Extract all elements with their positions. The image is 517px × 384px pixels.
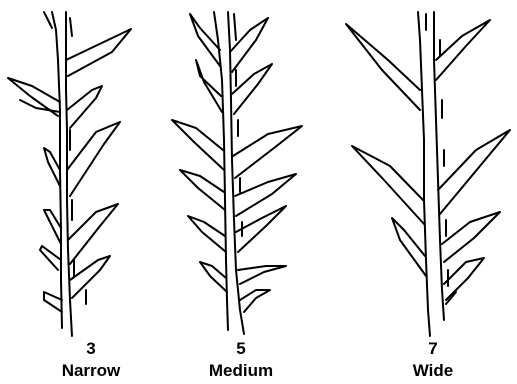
branch-medium	[172, 12, 302, 334]
panel-number-narrow: 3	[21, 340, 161, 357]
panel-number-wide: 7	[363, 340, 503, 357]
branch-narrow	[8, 12, 131, 336]
branch-wide	[346, 12, 510, 336]
panel-label-narrow: Narrow	[21, 362, 161, 379]
panel-number-medium: 5	[171, 340, 311, 357]
panel-label-wide: Wide	[363, 362, 503, 379]
panel-label-medium: Medium	[171, 362, 311, 379]
